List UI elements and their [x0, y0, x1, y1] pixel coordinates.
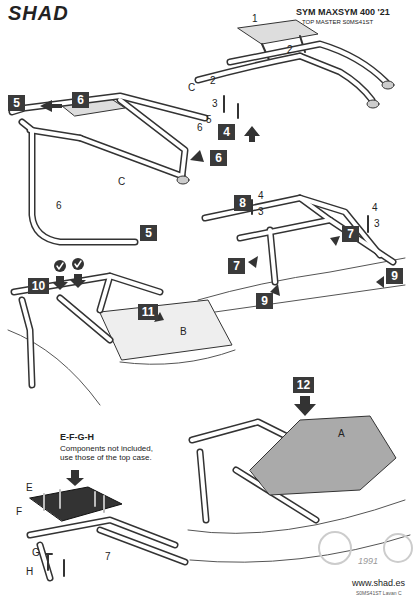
part-label: 7: [105, 551, 111, 562]
callout-number: 11: [141, 305, 155, 319]
callout-box: 9: [256, 293, 273, 309]
callout-box: 8: [234, 195, 251, 211]
callout-number: 4: [221, 125, 232, 139]
callout-number: 10: [31, 279, 46, 293]
part-label: F: [16, 506, 22, 517]
part-label: G: [32, 547, 40, 558]
part-label: 3: [212, 98, 218, 109]
part-label: B: [180, 326, 187, 337]
callout-box: 12: [293, 377, 314, 393]
part-label: S0MS41ST Lavan C: [356, 590, 402, 596]
part-label: www.shad.es: [352, 578, 405, 589]
callout-box: 7: [342, 226, 359, 242]
part-label: C: [118, 176, 125, 187]
part-label: C: [188, 82, 195, 93]
part-label: Components not included, use those of th…: [60, 444, 168, 462]
callout-number: 7: [345, 227, 356, 241]
part-label: 3: [258, 206, 264, 217]
part-label: 5: [206, 114, 212, 125]
callout-box: 10: [28, 278, 49, 294]
callout-box: 6: [210, 150, 227, 166]
part-label: 3: [374, 218, 380, 229]
callout-number: 8: [237, 196, 248, 210]
brand-logo: SHAD: [8, 2, 69, 24]
callout-number: 7: [231, 259, 242, 273]
part-label: A: [338, 428, 345, 439]
part-label: 6: [56, 200, 62, 211]
callout-number: 12: [296, 378, 311, 392]
callout-box: 9: [386, 268, 403, 284]
callout-number: 5: [11, 96, 22, 110]
part-label: 2: [210, 75, 216, 86]
callout-box: 5: [140, 225, 157, 241]
callout-box: 11: [138, 304, 158, 320]
part-label: 4: [372, 202, 378, 213]
part-label: TOP MASTER S0MS41ST: [302, 19, 373, 26]
part-label: E-F-G-H: [60, 432, 94, 443]
part-label: 4: [258, 190, 264, 201]
part-label: 1: [252, 13, 258, 24]
part-label: 6: [197, 122, 203, 133]
callout-number: 6: [213, 151, 224, 165]
callout-number: 9: [389, 269, 400, 283]
callout-box: 4: [218, 124, 235, 140]
callout-number: 5: [143, 226, 154, 240]
callout-number: 9: [259, 294, 270, 308]
callout-box: 5: [8, 95, 25, 111]
diagram-title: SYM MAXSYM 400 '21: [296, 7, 390, 17]
callout-box: 6: [72, 92, 89, 108]
part-label: E: [26, 482, 33, 493]
part-label: H: [26, 566, 33, 577]
callout-number: 6: [75, 93, 86, 107]
part-label: 1991: [358, 556, 378, 567]
part-label: 2: [287, 44, 293, 55]
callout-box: 7: [228, 258, 245, 274]
